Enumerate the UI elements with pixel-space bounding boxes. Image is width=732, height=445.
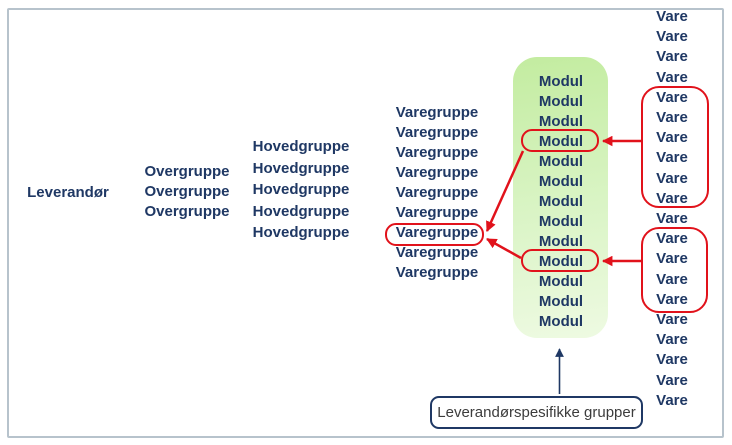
- vare-label: Vare: [656, 391, 688, 409]
- vare-label: Vare: [656, 311, 688, 329]
- hovedgruppe-label: Hovedgruppe: [252, 181, 350, 198]
- vare-label: Vare: [656, 88, 688, 106]
- vare-label: Vare: [656, 48, 688, 66]
- varegruppe-label: Varegruppe: [395, 164, 479, 181]
- modul-label: Modul: [538, 293, 584, 310]
- varegruppe-label: Varegruppe: [395, 144, 479, 161]
- varegruppe-label: Varegruppe: [395, 184, 479, 201]
- vare-label: Vare: [656, 331, 688, 349]
- vare-label: Vare: [656, 270, 688, 288]
- modul-label: Modul: [538, 313, 584, 330]
- annotation-box: Leverandørspesifikke grupper: [430, 396, 643, 429]
- vare-highlight-box-2: [641, 227, 708, 313]
- varegruppe-label: Varegruppe: [395, 104, 479, 121]
- modul-label: Modul: [538, 213, 584, 230]
- varegruppe-label: Varegruppe: [395, 204, 479, 221]
- varegruppe-label: Varegruppe: [395, 244, 479, 261]
- overgruppe-label: Overgruppe: [144, 183, 230, 200]
- modul-label: Modul: [538, 93, 584, 110]
- hovedgruppe-label: Hovedgruppe: [252, 159, 350, 177]
- modul-label: Modul: [538, 273, 584, 290]
- vare-label: Vare: [656, 189, 688, 207]
- vare-label: Vare: [656, 250, 688, 268]
- hovedgruppe-label: Hovedgruppe: [252, 138, 350, 155]
- vare-label: Vare: [656, 149, 688, 167]
- modul-label: Modul: [538, 73, 584, 90]
- modul-label: Modul: [538, 253, 584, 270]
- vare-label: Vare: [656, 210, 688, 228]
- overgruppe-label: Overgruppe: [144, 163, 230, 180]
- leverandor-label: Leverandør: [27, 184, 109, 201]
- overgruppe-label: Overgruppe: [144, 203, 230, 220]
- column-leverandor: Leverandør: [18, 183, 118, 203]
- varegruppe-highlight-box: [385, 223, 484, 246]
- varegruppe-label: Varegruppe: [395, 264, 479, 281]
- modul-group-background: [513, 57, 608, 338]
- figure-border: [7, 8, 724, 438]
- modul-highlight-box-2: [521, 249, 599, 272]
- vare-label: Vare: [656, 68, 688, 86]
- hovedgruppe-label: Hovedgruppe: [252, 224, 350, 241]
- modul-label: Modul: [538, 113, 584, 130]
- vare-label: Vare: [656, 230, 688, 248]
- vare-label: Vare: [656, 8, 688, 25]
- vare-label: Vare: [656, 129, 688, 147]
- varegruppe-label: Varegruppe: [395, 224, 479, 241]
- modul-highlight-box-1: [521, 129, 599, 152]
- modul-label: Modul: [538, 173, 584, 190]
- vare-label: Vare: [656, 290, 688, 308]
- modul-label: Modul: [538, 133, 584, 150]
- vare-label: Vare: [656, 28, 688, 46]
- vare-highlight-box-1: [641, 86, 709, 208]
- vare-label: Vare: [656, 351, 688, 369]
- modul-label: Modul: [538, 153, 584, 170]
- hovedgruppe-label: Hovedgruppe: [252, 202, 350, 220]
- vare-label: Vare: [656, 371, 688, 389]
- vare-label: Vare: [656, 169, 688, 187]
- vare-label: Vare: [656, 109, 688, 127]
- varegruppe-label: Varegruppe: [395, 124, 479, 141]
- modul-label: Modul: [538, 233, 584, 250]
- annotation-label: Leverandørspesifikke grupper: [437, 404, 636, 421]
- modul-label: Modul: [538, 193, 584, 210]
